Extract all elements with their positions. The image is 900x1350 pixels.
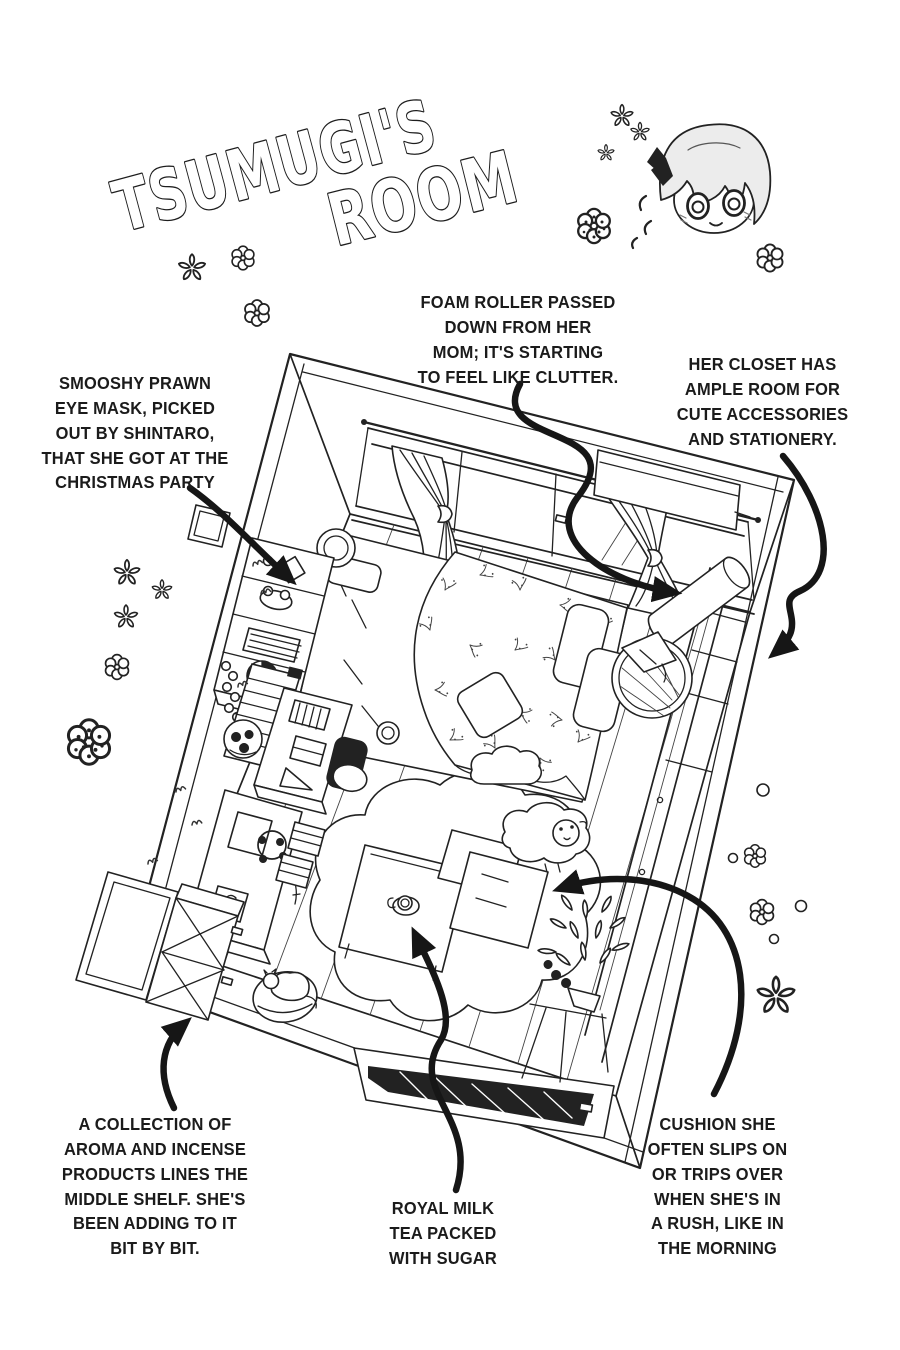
star-flower-doodle-icon bbox=[629, 121, 651, 142]
star-flower-doodle-icon bbox=[151, 579, 173, 600]
bead-garland bbox=[220, 660, 243, 723]
arrow-to-tea-cup bbox=[411, 926, 464, 1194]
dot-doodle-icon bbox=[756, 783, 770, 797]
star-flower-doodle-icon bbox=[609, 103, 635, 128]
flower-doodle-icon bbox=[756, 243, 784, 273]
dotted-flower-doodle-icon bbox=[67, 718, 111, 766]
eye-mask bbox=[259, 585, 293, 611]
star-flower-doodle-icon bbox=[177, 253, 207, 282]
chibi-tsumugi-head-icon bbox=[631, 123, 772, 250]
annotation-eye-mask: SMOOSHY PRAWN EYE MASK, PICKED OUT BY SH… bbox=[41, 373, 229, 493]
potted-plant bbox=[521, 893, 631, 1083]
book-stack bbox=[242, 627, 302, 663]
tea-cup bbox=[387, 895, 420, 916]
arrow-to-closet bbox=[767, 452, 827, 659]
star-flower-doodle-icon bbox=[112, 558, 142, 586]
dot-doodle-icon bbox=[768, 933, 780, 945]
bed-cushion bbox=[456, 671, 524, 739]
floor-cup bbox=[376, 721, 400, 745]
planter-basket bbox=[223, 719, 263, 759]
wall-picture-frame-inner bbox=[193, 510, 225, 542]
door-panel bbox=[353, 1047, 615, 1139]
annotation-milk-tea: ROYAL MILK TEA PACKED WITH SUGAR bbox=[389, 1198, 497, 1268]
flower-doodles bbox=[67, 103, 808, 1015]
laundry-basket bbox=[611, 631, 693, 719]
sweat-drop-icon bbox=[631, 194, 653, 250]
dot-doodle-icon bbox=[794, 899, 808, 913]
star-flower-doodle-icon bbox=[755, 975, 797, 1015]
aroma-shelf bbox=[145, 883, 245, 1021]
flower-doodle-icon bbox=[104, 653, 130, 681]
star-flower-doodle-icon bbox=[113, 604, 139, 629]
flower-doodle-icon bbox=[749, 898, 775, 926]
arrow-to-foam-roller bbox=[511, 380, 683, 603]
annotation-closet: HER CLOSET HAS AMPLE ROOM FOR CUTE ACCES… bbox=[676, 354, 849, 449]
annotation-cushion: CUSHION SHE OFTEN SLIPS ON OR TRIPS OVER… bbox=[647, 1114, 788, 1259]
desk-chair bbox=[326, 736, 368, 793]
annotation-aroma-shelf: A COLLECTION OF AROMA AND INCENSE PRODUC… bbox=[61, 1114, 249, 1259]
annotation-arrows bbox=[160, 380, 827, 1194]
arrow-to-cushion bbox=[552, 869, 745, 1098]
dot-doodle-icon bbox=[727, 852, 739, 864]
flower-doodle-icon bbox=[231, 245, 255, 271]
curtain-valance-board bbox=[593, 449, 751, 531]
bed bbox=[289, 531, 630, 803]
cloud-cushion bbox=[469, 745, 543, 785]
pouf-with-cat bbox=[252, 968, 318, 1023]
page-title: TSUMUGI'S ROOM bbox=[104, 83, 528, 264]
arrow-to-eye-mask bbox=[186, 484, 297, 586]
flower-doodle-icon bbox=[244, 299, 270, 327]
foam-roller bbox=[647, 556, 751, 646]
flower-doodle-icon bbox=[743, 844, 767, 868]
star-flower-doodle-icon bbox=[597, 144, 615, 162]
sheep-plushie bbox=[501, 801, 591, 873]
leaning-panel-inner bbox=[85, 881, 171, 991]
floor-cushion bbox=[437, 829, 549, 949]
dotted-flower-doodle-icon bbox=[577, 208, 611, 244]
annotation-foam-roller: FOAM ROLLER PASSED DOWN FROM HER MOM; IT… bbox=[417, 292, 619, 387]
arrow-to-aroma-shelf bbox=[160, 1017, 192, 1112]
storage-cubes bbox=[275, 821, 326, 889]
